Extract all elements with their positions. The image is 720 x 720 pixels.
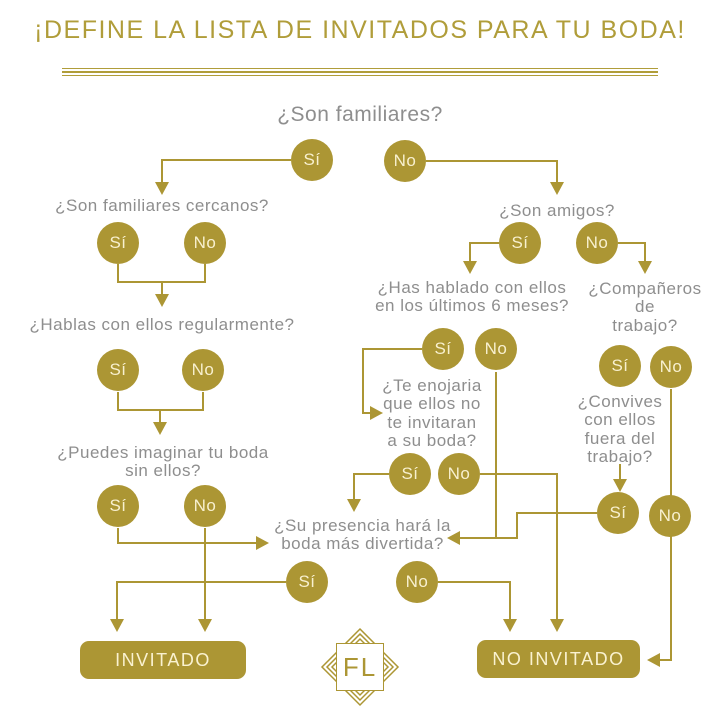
fl-logo: FL [336, 643, 384, 691]
answer-si-son-familiares: Sí [291, 139, 333, 181]
answer-si-companeros-trabajo: Sí [599, 345, 641, 387]
answer-no-hablas-regularmente: No [182, 349, 224, 391]
answer-no-convives-fuera: No [649, 495, 691, 537]
answer-no-son-amigos: No [576, 222, 618, 264]
question-convives-fuera: ¿Convives con ellos fuera del trabajo? [577, 392, 663, 467]
answer-no-son-familiares: No [384, 140, 426, 182]
answer-no-familiares-cercanos: No [184, 222, 226, 264]
answer-si-presencia-divertida: Sí [286, 561, 328, 603]
page-title: ¡DEFINE LA LISTA DE INVITADOS PARA TU BO… [34, 16, 686, 44]
answer-si-familiares-cercanos: Sí [97, 222, 139, 264]
answer-no-te-enojaria: No [438, 453, 480, 495]
answer-si-convives-fuera: Sí [597, 492, 639, 534]
question-presencia-divertida: ¿Su presencia hará la boda más divertida… [274, 516, 451, 554]
result-invitado-badge: INVITADO [80, 641, 246, 679]
question-hablado-6-meses: ¿Has hablado con ellos en los últimos 6 … [375, 278, 569, 316]
title-rule-middle [62, 71, 658, 73]
arrowheads [110, 182, 660, 667]
result-no-invitado-badge: NO INVITADO [477, 640, 640, 678]
answer-no-presencia-divertida: No [396, 561, 438, 603]
answer-no-hablado-6-meses: No [475, 328, 517, 370]
answer-no-companeros-trabajo: No [650, 346, 692, 388]
title-rule-top [62, 68, 658, 69]
question-familiares-cercanos: ¿Son familiares cercanos? [55, 196, 269, 215]
question-te-enojaria: ¿Te enojaria que ellos no te invitaran a… [382, 376, 482, 451]
answer-si-hablado-6-meses: Sí [422, 328, 464, 370]
answer-si-son-amigos: Sí [499, 222, 541, 264]
answer-si-hablas-regularmente: Sí [97, 349, 139, 391]
connector-paths [116, 159, 672, 661]
answer-si-te-enojaria: Sí [389, 453, 431, 495]
question-companeros-trabajo: ¿Compañeros de trabajo? [588, 279, 702, 335]
answer-si-imaginar-boda: Sí [97, 485, 139, 527]
question-hablas-regularmente: ¿Hablas con ellos regularmente? [29, 315, 295, 334]
question-son-amigos: ¿Son amigos? [499, 201, 615, 220]
title-rule-bottom [62, 75, 658, 76]
answer-no-imaginar-boda: No [184, 485, 226, 527]
question-imaginar-boda: ¿Puedes imaginar tu boda sin ellos? [57, 443, 269, 481]
question-son-familiares: ¿Son familiares? [277, 103, 443, 126]
